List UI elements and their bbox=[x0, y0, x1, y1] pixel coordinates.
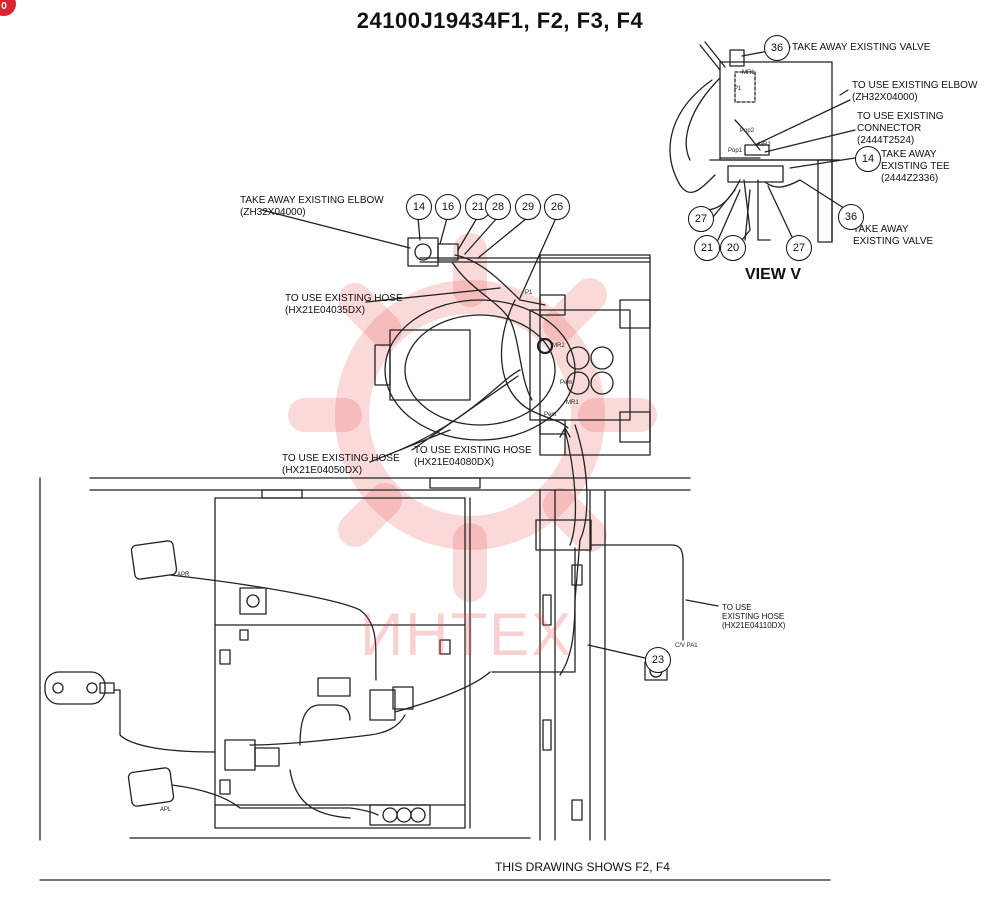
balloon-16: 16 bbox=[435, 194, 461, 220]
pedal-center bbox=[44, 671, 106, 705]
balloon-29: 29 bbox=[515, 194, 541, 220]
note-take-away-tee: TAKE AWAY EXISTING TEE (2444Z2336) bbox=[881, 149, 950, 184]
balloon-36-top: 36 bbox=[764, 35, 790, 61]
balloon-23: 23 bbox=[645, 647, 671, 673]
corner-badge: 0 bbox=[0, 0, 16, 16]
cylinder-body bbox=[389, 329, 471, 401]
note-hose-110: TO USE EXISTING HOSE (HX21E04110DX) bbox=[722, 603, 786, 630]
lower-gauge-block bbox=[369, 804, 431, 826]
watermark-text: ИНТЕХ bbox=[360, 601, 574, 668]
note-hose-80: TO USE EXISTING HOSE (HX21E04080DX) bbox=[414, 445, 532, 468]
upper-frame bbox=[539, 254, 651, 456]
view-v-label: VIEW V bbox=[745, 266, 802, 283]
gauge-4 bbox=[590, 371, 614, 395]
balloon-27-left: 27 bbox=[688, 206, 714, 232]
pedal-apl bbox=[127, 767, 175, 807]
label-p1-main: P1 bbox=[525, 290, 533, 296]
gauge-2 bbox=[590, 346, 614, 370]
balloon-28: 28 bbox=[485, 194, 511, 220]
note-use-connector: TO USE EXISTING CONNECTOR (2444T2524) bbox=[857, 111, 944, 146]
hose-110 bbox=[589, 544, 684, 641]
label-mr2-view: MR2 bbox=[758, 142, 771, 148]
gauge-1 bbox=[566, 346, 590, 370]
label-pem-main: Pem bbox=[560, 380, 573, 386]
hose-50 bbox=[399, 369, 521, 451]
drawing-title: 24100J19434F1, F2, F3, F4 bbox=[356, 8, 644, 33]
label-mr1-view: MR1 bbox=[742, 70, 755, 76]
hose-80 bbox=[500, 299, 569, 429]
gauge-3 bbox=[566, 371, 590, 395]
balloon-26: 26 bbox=[544, 194, 570, 220]
note-take-away-valve-top: TAKE AWAY EXISTING VALVE bbox=[792, 42, 931, 53]
label-mr2-main: MR2 bbox=[552, 343, 565, 349]
balloon-14-view: 14 bbox=[855, 146, 881, 172]
balloon-20: 20 bbox=[720, 235, 746, 261]
note-hose-50: TO USE EXISTING HOSE (HX21E04050DX) bbox=[282, 453, 400, 476]
balloon-36-view: 36 bbox=[838, 204, 864, 230]
view-v-panel bbox=[719, 61, 833, 161]
label-pem2-main: Pem bbox=[544, 412, 557, 418]
pedal-apr bbox=[130, 540, 178, 580]
label-mr1-main: MR1 bbox=[566, 400, 579, 406]
note-use-elbow: TO USE EXISTING ELBOW (ZH32X04000) bbox=[852, 80, 978, 103]
footer-note: THIS DRAWING SHOWS F2, F4 bbox=[495, 860, 670, 874]
balloon-21-view: 21 bbox=[694, 235, 720, 261]
note-take-away-valve-bottom: TAKE AWAY EXISTING VALVE bbox=[853, 224, 934, 247]
label-cv-pa1: C/V PA1 bbox=[675, 643, 698, 649]
balloon-27-right: 27 bbox=[786, 235, 812, 261]
label-apr: APR bbox=[177, 572, 190, 578]
label-pop2-view: Pop2 bbox=[740, 128, 755, 134]
note-take-away-elbow: TAKE AWAY EXISTING ELBOW (ZH32X04000) bbox=[240, 195, 384, 218]
lower-cabinet bbox=[214, 497, 466, 829]
hose-35 bbox=[454, 254, 546, 306]
label-apl: APL bbox=[160, 807, 172, 813]
valve-block bbox=[529, 309, 631, 421]
label-p1-view: P1 bbox=[734, 86, 742, 92]
balloon-14-main: 14 bbox=[406, 194, 432, 220]
label-pop1-view: Pop1 bbox=[728, 148, 743, 154]
note-hose-35: TO USE EXISTING HOSE (HX21E04035DX) bbox=[285, 293, 403, 316]
